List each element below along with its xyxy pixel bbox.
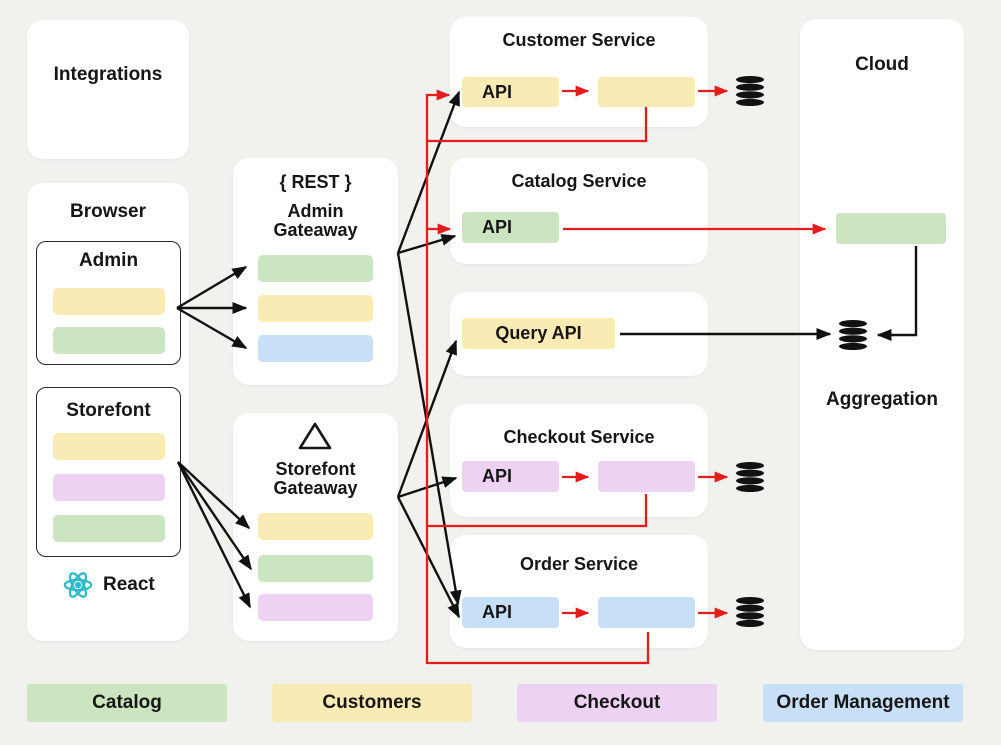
arrow-admingw-to-catalog-api xyxy=(397,234,457,255)
checkout-worker-bar xyxy=(598,461,695,492)
integrations-panel: Integrations xyxy=(27,20,189,159)
bar-checkout xyxy=(258,594,373,621)
react-row: React xyxy=(62,569,155,601)
bar-catalog xyxy=(53,327,165,354)
cloud-title: Cloud xyxy=(855,54,909,75)
bar-customers xyxy=(258,513,373,540)
cloud-panel: Cloud Aggregation xyxy=(800,19,964,650)
react-atom-icon xyxy=(63,572,93,598)
triangle-icon xyxy=(297,421,333,456)
order-service-title: Order Service xyxy=(519,554,639,574)
checkout-api-bar: API xyxy=(462,461,559,492)
order-worker-bar xyxy=(598,597,695,628)
bar-customers xyxy=(53,433,165,460)
query-api-panel: Query API xyxy=(450,292,708,376)
arrow-storegw-to-checkout-api xyxy=(397,476,458,499)
arrow-admingw-to-order-api xyxy=(396,252,462,606)
bar-order-management xyxy=(258,335,373,362)
admin-gateway-title-line2: Gateaway xyxy=(273,220,358,240)
rest-badge: { REST } xyxy=(279,172,352,192)
storefront-gateway-title-line2: Gateaway xyxy=(273,478,358,498)
red-arrow-to-customer-api xyxy=(425,89,451,141)
catalog-api-bar: API xyxy=(462,212,559,243)
admin-gateway-panel: { REST } Admin Gateaway xyxy=(233,158,398,385)
storefront-app-box: Storefont xyxy=(36,387,181,557)
order-api-bar: API xyxy=(462,597,559,628)
integrations-title: Integrations xyxy=(53,64,163,85)
bar-checkout xyxy=(53,474,165,501)
bar-catalog xyxy=(258,555,373,582)
legend-catalog: Catalog xyxy=(27,684,227,722)
bar-customers xyxy=(53,288,165,315)
bar-customers xyxy=(258,295,373,322)
cloud-catalog-bar xyxy=(836,213,946,244)
catalog-service-title: Catalog Service xyxy=(511,171,647,191)
storefront-app-title: Storefont xyxy=(66,400,151,421)
database-icon xyxy=(736,76,764,106)
bar-catalog xyxy=(53,515,165,542)
legend-order-management: Order Management xyxy=(763,684,963,722)
arrow-storegw-to-query-api xyxy=(396,339,458,498)
customer-service-panel: Customer Service API xyxy=(450,17,708,127)
order-service-panel: Order Service API xyxy=(450,535,708,648)
admin-app-title: Admin xyxy=(78,250,139,271)
legend-customers: Customers xyxy=(272,684,472,722)
catalog-service-panel: Catalog Service API xyxy=(450,158,708,264)
aggregation-label: Aggregation xyxy=(826,389,938,410)
bar-catalog xyxy=(258,255,373,282)
admin-app-box: Admin xyxy=(36,241,181,365)
query-api-bar: Query API xyxy=(462,318,615,349)
storefront-gateway-title-line1: Storefont xyxy=(275,459,356,479)
browser-panel: Browser Admin Storefont React xyxy=(27,183,189,641)
database-icon xyxy=(736,597,764,627)
customer-service-title: Customer Service xyxy=(502,30,656,50)
storefront-gateway-panel: Storefont Gateaway xyxy=(233,413,398,641)
browser-title: Browser xyxy=(69,201,147,222)
react-label: React xyxy=(103,574,155,595)
admin-gateway-title-line1: Admin xyxy=(287,201,344,221)
database-icon xyxy=(736,462,764,492)
checkout-service-panel: Checkout Service API xyxy=(450,404,708,517)
customer-api-bar: API xyxy=(462,77,559,107)
legend-checkout: Checkout xyxy=(517,684,717,722)
checkout-service-title: Checkout Service xyxy=(503,427,655,447)
customer-worker-bar xyxy=(598,77,695,107)
